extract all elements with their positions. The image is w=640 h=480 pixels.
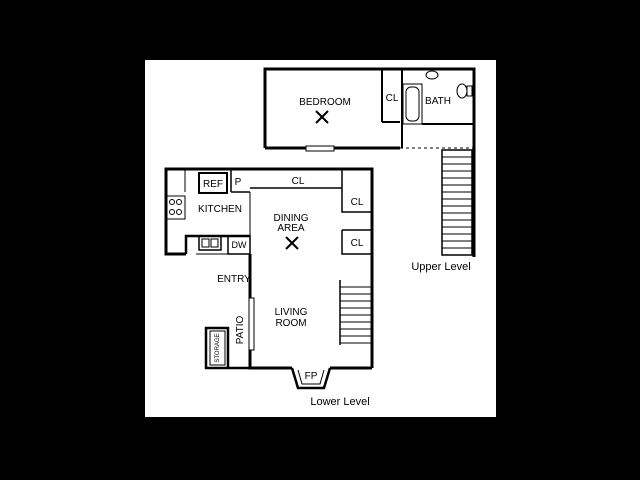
upper-level-caption: Upper Level — [411, 261, 470, 273]
upper-closet-label: CL — [386, 93, 399, 104]
dishwasher-label: DW — [232, 240, 247, 250]
patio-storage-wall — [204, 326, 250, 370]
living-label-2: ROOM — [275, 318, 306, 329]
entry-label: ENTRY — [217, 274, 251, 285]
upper-level-labels: BEDROOM CL BATH Upper Level — [299, 93, 471, 273]
kitchen-label: KITCHEN — [198, 204, 242, 215]
pantry-label: P — [235, 177, 242, 188]
dining-label-1: DINING — [274, 213, 309, 224]
kitchen-sink — [198, 235, 222, 251]
right-closet-1-label: CL — [351, 197, 364, 208]
patio-door — [248, 297, 255, 351]
burner-4 — [176, 209, 182, 215]
dining-ceiling-fan-icon — [285, 236, 299, 250]
sink-bowl-1 — [201, 238, 210, 248]
refrigerator — [198, 172, 228, 194]
bathtub-basin — [405, 86, 420, 122]
dishwasher — [227, 235, 251, 255]
bedroom-label: BEDROOM — [299, 97, 351, 108]
fireplace-hearth — [297, 369, 325, 385]
bedroom-window — [305, 145, 335, 152]
storage-closet — [209, 330, 226, 366]
right-closet-1 — [341, 169, 372, 213]
right-closet-2 — [341, 230, 372, 255]
plan-sheet — [145, 60, 496, 417]
burner-3 — [169, 209, 175, 215]
fireplace — [290, 367, 332, 390]
fireplace-label: FP — [305, 371, 318, 382]
upper-outer-wall — [263, 67, 476, 257]
right-closet-2-label: CL — [351, 238, 364, 249]
sink-bowl-2 — [210, 238, 219, 248]
storage-label: STORAGE — [215, 333, 221, 362]
toilet-tank — [466, 85, 473, 97]
lower-outer-wall-right — [164, 167, 374, 368]
bath-label: BATH — [425, 96, 451, 107]
upper-staircase — [441, 149, 473, 256]
bedroom-ceiling-fan-icon — [315, 110, 329, 124]
burner-2 — [176, 199, 182, 205]
upper-level — [263, 67, 476, 257]
range — [166, 195, 186, 220]
burner-1 — [169, 199, 175, 205]
lower-level-labels: REF P CL KITCHEN DINING AREA CL CL DW EN… — [198, 176, 370, 408]
living-label-1: LIVING — [275, 307, 308, 318]
upper-stair-treads — [442, 156, 472, 249]
lower-stair-treads — [340, 286, 372, 344]
lower-level — [164, 167, 374, 390]
dining-label-2: AREA — [277, 223, 305, 234]
lower-level-caption: Lower Level — [310, 396, 369, 408]
ref-label: REF — [203, 179, 223, 190]
sink — [425, 70, 439, 80]
bathtub — [402, 83, 423, 125]
patio-label: PATIO — [235, 316, 246, 345]
top-closet-label: CL — [292, 176, 305, 187]
